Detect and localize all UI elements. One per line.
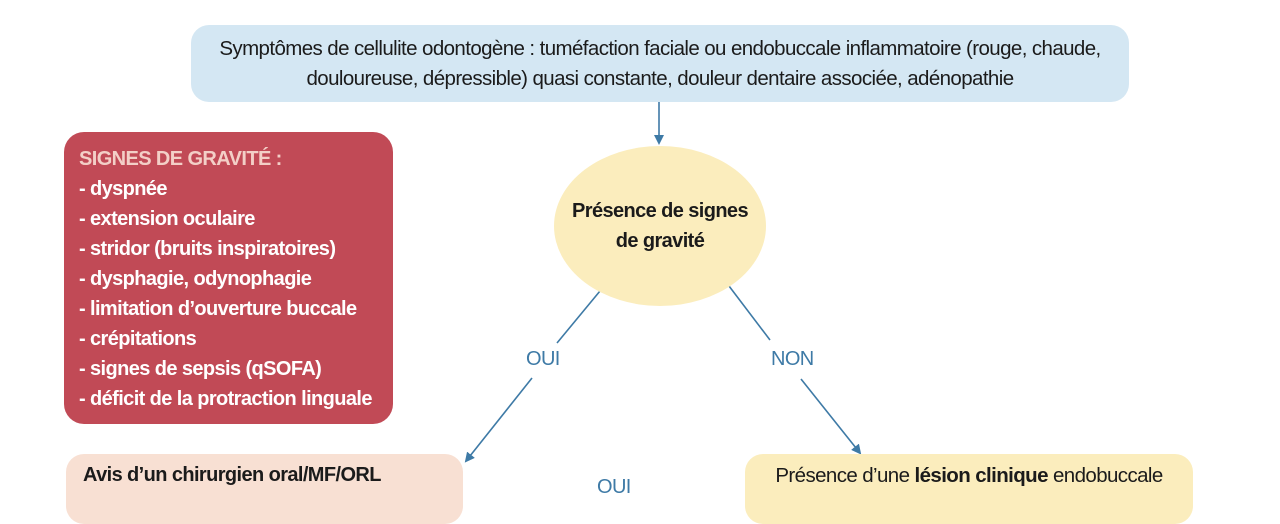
arrow-non-to-lesion <box>800 378 862 455</box>
no-label: NON <box>771 348 814 370</box>
decision-line-1: Présence de signes <box>572 200 749 222</box>
decision-line-2: de gravité <box>615 230 705 252</box>
clinical-lesion-box: Présence d’une lésion clinique endobucca… <box>745 454 1193 524</box>
arrow-oui-to-avis <box>464 377 533 463</box>
flow-arrows <box>464 102 862 463</box>
gravity-sign-item: - dysphagie, odynophagie <box>79 268 312 290</box>
lesion-bold: lésion clinique <box>914 464 1049 487</box>
lesion-suffix: endobuccale <box>1047 464 1163 487</box>
specialist-opinion-text: Avis d’un chirurgien oral/MF/ORL <box>83 464 381 486</box>
gravity-signs-title: SIGNES DE GRAVITÉ : <box>79 148 282 170</box>
gravity-decision-node: Présence de signes de gravité <box>554 146 766 306</box>
specialist-opinion-box: Avis d’un chirurgien oral/MF/ORL <box>66 454 463 524</box>
gravity-sign-item: - crépitations <box>79 328 197 350</box>
gravity-sign-item: - signes de sepsis (qSOFA) <box>79 358 322 380</box>
gravity-sign-item: - stridor (bruits inspiratoires) <box>79 238 336 260</box>
symptoms-box: Symptômes de cellulite odontogène : tumé… <box>191 25 1129 102</box>
lesion-prefix: Présence d’une <box>775 464 915 487</box>
gravity-sign-item: - limitation d’ouverture buccale <box>79 298 357 320</box>
gravity-sign-item: - extension oculaire <box>79 208 255 230</box>
arrow-decision-to-non-label <box>728 285 771 341</box>
gravity-signs-box: SIGNES DE GRAVITÉ : - dyspnée - extensio… <box>64 132 393 424</box>
symptoms-line-1: Symptômes de cellulite odontogène : tumé… <box>219 37 1101 60</box>
yes-label-2: OUI <box>597 476 631 498</box>
arrow-decision-to-oui-label <box>556 290 601 344</box>
gravity-sign-item: - dyspnée <box>79 178 168 200</box>
symptoms-line-2: douloureuse, dépressible) quasi constant… <box>306 67 1014 90</box>
gravity-sign-item: - déficit de la protraction linguale <box>79 388 372 410</box>
yes-label: OUI <box>526 348 560 370</box>
